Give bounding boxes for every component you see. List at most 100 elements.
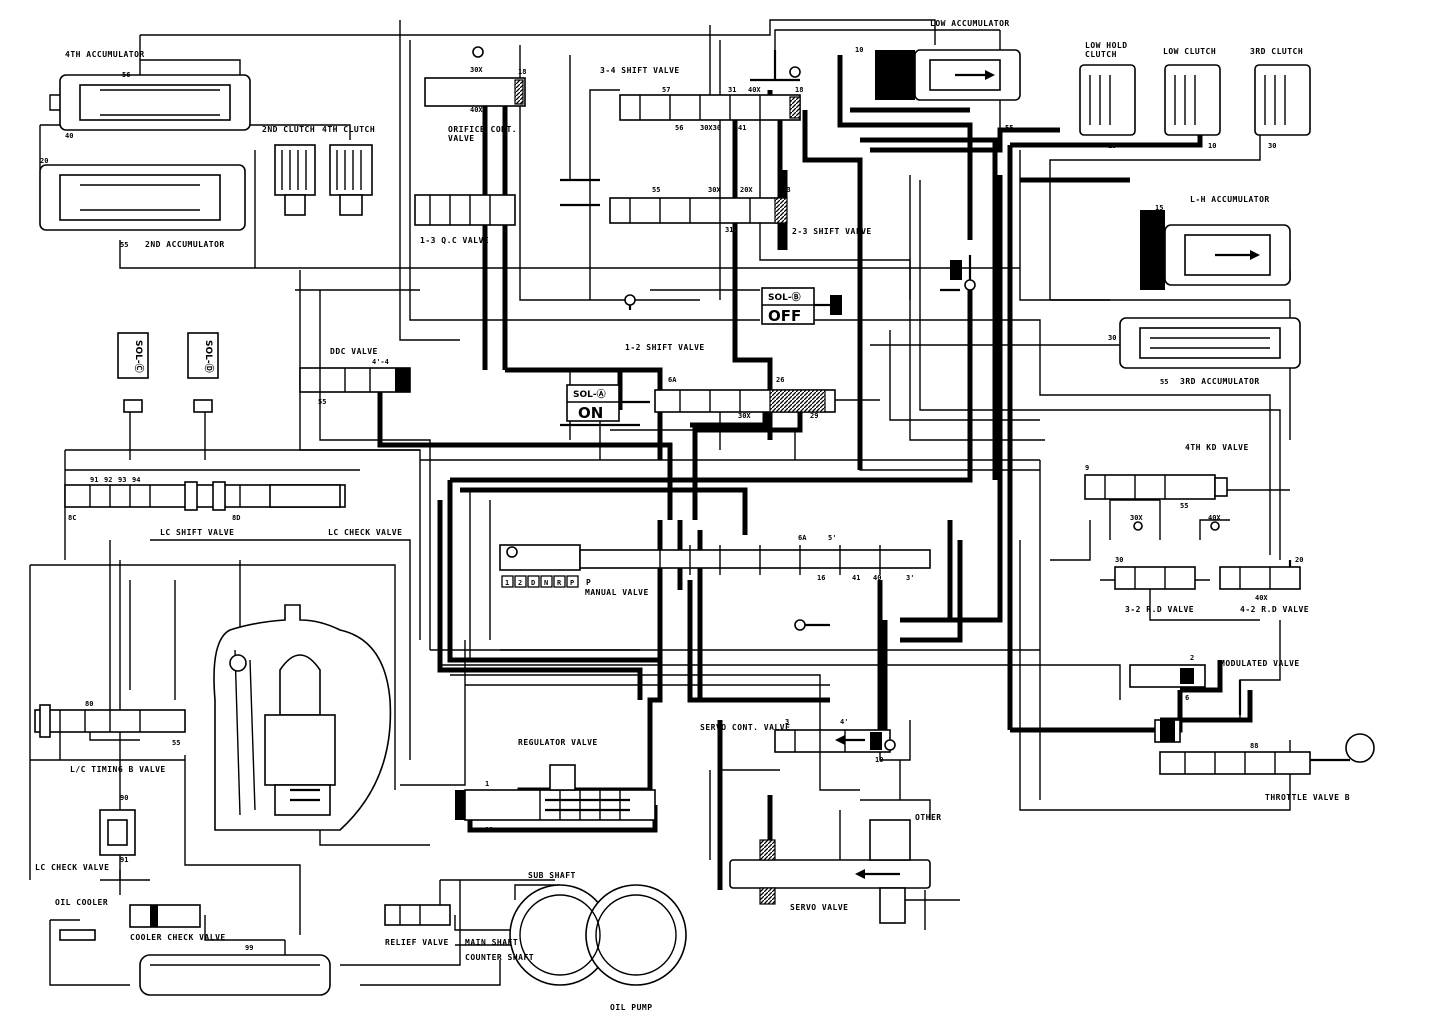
svg-text:40: 40 <box>873 574 881 582</box>
label-34-shift-valve: 3-4 SHIFT VALVE <box>600 66 680 75</box>
svg-text:30: 30 <box>1108 334 1116 342</box>
svg-text:41: 41 <box>852 574 860 582</box>
gear-label-P: P <box>570 579 574 587</box>
svg-text:30: 30 <box>1268 142 1276 150</box>
svg-text:6B: 6B <box>782 186 790 194</box>
low-clutch: LOW CLUTCH 10 <box>1163 47 1221 150</box>
svg-text:55: 55 <box>1005 124 1013 132</box>
label-2nd-clutch: 2ND CLUTCH <box>262 125 315 134</box>
svg-text:9: 9 <box>1085 464 1089 472</box>
svg-text:99: 99 <box>245 944 253 952</box>
4th-accumulator: 4TH ACCUMULATOR 56 40 <box>49 50 251 140</box>
solenoid-a: SOL-Ⓐ ON <box>566 384 650 422</box>
throttle-valve-b: 88 THROTTLE VALVE B <box>1154 719 1375 802</box>
label-2nd-accumulator: 2ND ACCUMULATOR <box>145 240 225 249</box>
gear-label-D: D <box>531 579 535 587</box>
svg-text:SOL-Ⓐ: SOL-Ⓐ <box>573 388 606 400</box>
svg-text:56: 56 <box>675 124 683 132</box>
torque-converter <box>213 604 392 831</box>
servo-control-valve: SERVO CONT. VALVE 4' 10 3 <box>700 718 891 764</box>
sol-b-state: OFF <box>768 307 801 325</box>
svg-text:10: 10 <box>875 756 883 764</box>
svg-text:55: 55 <box>1160 378 1168 386</box>
svg-text:31: 31 <box>728 86 736 94</box>
orifice-control-valve: 30X 40X 18 ORIFICE CONT.VALVE <box>424 46 526 143</box>
svg-text:4'-4: 4'-4 <box>372 358 389 366</box>
label-23-shift-valve: 2-3 SHIFT VALVE <box>792 227 872 236</box>
svg-text:18: 18 <box>518 68 526 76</box>
lc-solenoid-c: SOL-Ⓒ <box>117 332 149 413</box>
svg-text:88: 88 <box>1250 742 1258 750</box>
gear-box-D <box>527 575 540 588</box>
svg-text:8C: 8C <box>68 514 76 522</box>
svg-text:40X: 40X <box>1255 594 1268 602</box>
label-cooler-check: COOLER CHECK VALVE <box>130 933 226 942</box>
23-shift-valve: 55 20X 30X 6B 31 2-3 SHIFT VALVE <box>609 186 872 236</box>
svg-text:57: 57 <box>662 86 670 94</box>
regulator-valve: REGULATOR VALVE 1 92 <box>455 738 656 834</box>
gear-box-R <box>553 575 566 588</box>
label-3rd-accumulator: 3RD ACCUMULATOR <box>1180 377 1260 386</box>
svg-text:90: 90 <box>120 794 128 802</box>
label-lc-shift-valve: LC SHIFT VALVE <box>160 528 234 537</box>
oil-pump: OIL PUMP SUB SHAFT MAIN SHAFT COUNTER SH… <box>465 871 687 1012</box>
4th-kd-valve: 4TH KD VALVE 9 55 30X 40X <box>1084 443 1249 522</box>
gear-box-N <box>540 575 553 588</box>
svg-text:20X: 20X <box>740 186 753 194</box>
svg-text:92: 92 <box>104 476 112 484</box>
2nd-accumulator: 20 55 2ND ACCUMULATOR <box>39 157 246 249</box>
svg-text:40X: 40X <box>470 106 483 114</box>
label-low-accumulator: LOW ACCUMULATOR <box>930 19 1010 28</box>
solenoid-b: SOL-Ⓑ OFF <box>761 287 842 325</box>
svg-text:6A: 6A <box>668 376 677 384</box>
svg-text:55: 55 <box>652 186 660 194</box>
svg-text:16: 16 <box>817 574 825 582</box>
svg-text:18: 18 <box>795 86 803 94</box>
svg-text:1: 1 <box>485 780 489 788</box>
svg-text:SOL-Ⓒ: SOL-Ⓒ <box>133 340 145 373</box>
svg-text:93: 93 <box>118 476 126 484</box>
label-13-qc-valve: 1-3 Q.C VALVE <box>420 236 489 245</box>
lh-accumulator: L-H ACCUMULATOR 15 <box>1140 195 1291 290</box>
label-32-rd-valve: 3-2 R.D VALVE <box>1125 605 1194 614</box>
main-pressure-lines <box>377 55 1253 890</box>
3rd-accumulator: 30 55 3RD ACCUMULATOR <box>1108 317 1301 386</box>
svg-text:40X: 40X <box>748 86 761 94</box>
svg-text:56: 56 <box>122 71 130 79</box>
svg-text:10: 10 <box>1208 142 1216 150</box>
svg-text:30X: 30X <box>708 186 721 194</box>
label-servo-valve: SERVO VALVE <box>790 903 848 912</box>
lc-check-valve-lower: 90 91 LC CHECK VALVE <box>35 794 136 872</box>
servo-valve: SERVO VALVE OTHER <box>729 813 942 924</box>
svg-text:10: 10 <box>855 46 863 54</box>
svg-text:92: 92 <box>485 826 493 834</box>
label-42-rd-valve: 4-2 R.D VALVE <box>1240 605 1309 614</box>
label-orifice-valve: ORIFICE CONT.VALVE <box>448 125 517 143</box>
svg-text:26: 26 <box>776 376 784 384</box>
lc-check-valve: LC CHECK VALVE <box>269 484 402 537</box>
svg-text:SOL-Ⓓ: SOL-Ⓓ <box>203 340 215 373</box>
svg-text:30: 30 <box>1115 556 1123 564</box>
svg-text:8D: 8D <box>232 514 240 522</box>
label-lc-timing: L/C TIMING B VALVE <box>70 765 166 774</box>
sol-a-state: ON <box>578 404 603 422</box>
svg-text:SOL-Ⓑ: SOL-Ⓑ <box>768 291 801 303</box>
label-lh-accumulator: L-H ACCUMULATOR <box>1190 195 1270 204</box>
label-other: OTHER <box>915 813 942 822</box>
low-accumulator: LOW ACCUMULATOR 10 55 <box>855 19 1021 132</box>
svg-text:41: 41 <box>738 124 746 132</box>
lc-timing-valve: 80 55 L/C TIMING B VALVE <box>34 700 186 774</box>
lc-solenoid-d: SOL-Ⓓ <box>187 332 219 413</box>
relief-valve: RELIEF VALVE <box>384 904 451 947</box>
label-oil-pump: OIL PUMP <box>610 1003 653 1012</box>
gear-label-1: 1 <box>505 579 509 587</box>
svg-text:30X: 30X <box>1130 514 1143 522</box>
label-relief-valve: RELIEF VALVE <box>385 938 449 947</box>
svg-text:55: 55 <box>1180 502 1188 510</box>
13-qc-valve: 1-3 Q.C VALVE <box>414 194 516 245</box>
label-kd-valve: 4TH KD VALVE <box>1185 443 1249 452</box>
label-4th-clutch: 4TH CLUTCH <box>322 125 375 134</box>
label-regulator-valve: REGULATOR VALVE <box>518 738 598 747</box>
